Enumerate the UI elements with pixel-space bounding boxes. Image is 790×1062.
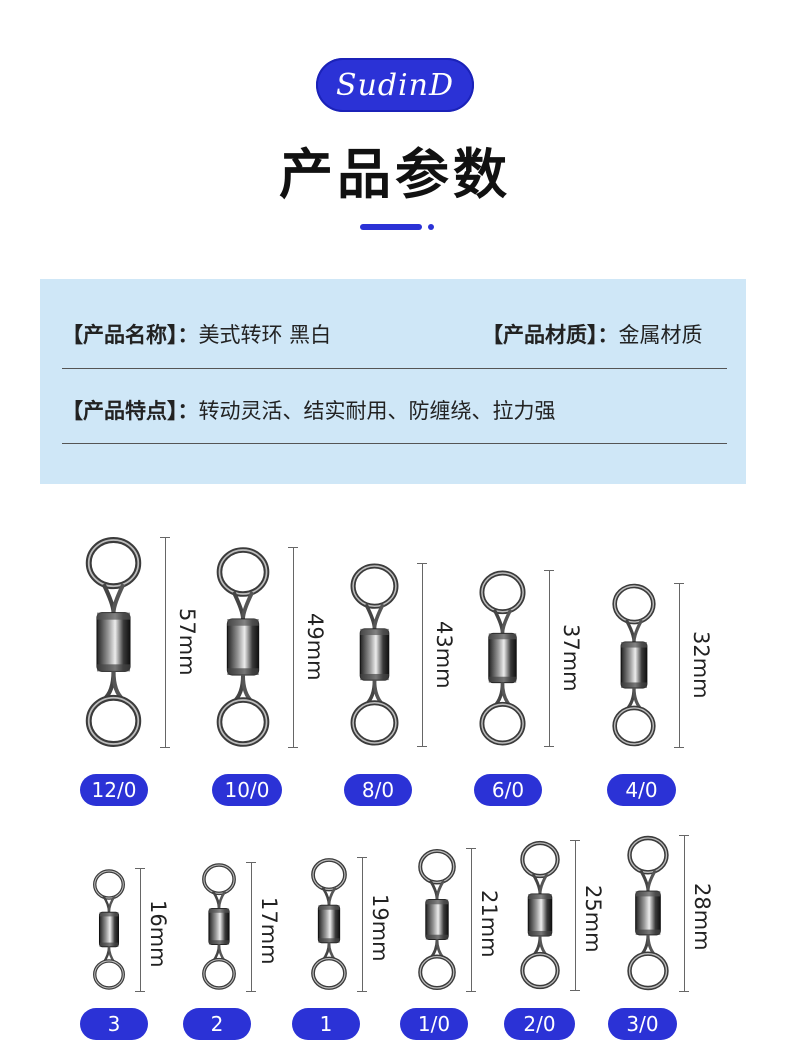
length-label: 32mm <box>689 631 713 699</box>
dimension-line <box>548 570 550 746</box>
dimension-cap <box>135 991 145 992</box>
dimension-cap <box>679 835 689 836</box>
info-divider <box>62 368 727 369</box>
dimension-line <box>421 563 423 746</box>
size-badge: 3 <box>80 1008 148 1040</box>
swivel-image <box>519 840 561 994</box>
length-label: 16mm <box>146 899 170 968</box>
length-label: 43mm <box>431 620 456 689</box>
swivel-image <box>478 570 527 750</box>
size-badge: 12/0 <box>80 774 148 806</box>
dimension-line <box>471 848 472 991</box>
product-info-panel: 【产品名称】：美式转环 黑白 【产品材质】：金属材质 【产品特点】：转动灵活、结… <box>40 279 746 484</box>
swivel-image <box>215 547 271 751</box>
dimension-cap <box>357 991 367 992</box>
dimension-cap <box>543 746 554 747</box>
swivel-image <box>349 563 400 750</box>
dimension-cap <box>416 746 427 747</box>
dimension-line <box>575 840 576 990</box>
length-label: 28mm <box>690 883 714 951</box>
title-underline-dot <box>428 224 434 230</box>
swivel-image <box>201 862 237 995</box>
dimension-cap <box>288 747 298 748</box>
info-row-name: 【产品名称】：美式转环 黑白 【产品材质】：金属材质 <box>62 319 727 349</box>
dimension-cap <box>159 537 170 538</box>
size-badge: 1/0 <box>400 1008 468 1040</box>
length-label: 37mm <box>558 624 583 692</box>
info-divider <box>62 443 727 444</box>
name-label: 【产品名称】： <box>62 323 199 347</box>
material-label: 【产品材质】： <box>482 323 619 347</box>
dimension-line <box>362 857 363 991</box>
swivel-image <box>84 537 143 751</box>
size-badge: 10/0 <box>212 774 282 806</box>
material-value: 金属材质 <box>618 323 703 347</box>
dimension-cap <box>246 862 256 863</box>
dimension-cap <box>416 563 427 564</box>
size-badge: 3/0 <box>608 1008 677 1040</box>
size-badge: 1 <box>292 1008 360 1040</box>
dimension-line <box>251 862 252 991</box>
size-badge: 8/0 <box>344 774 412 806</box>
dimension-line <box>293 547 294 747</box>
length-label: 21mm <box>477 889 501 958</box>
dimension-cap <box>679 991 689 992</box>
swivel-image <box>611 583 657 751</box>
dimension-cap <box>570 990 580 991</box>
features-label: 【产品特点】： <box>62 399 199 423</box>
length-label: 25mm <box>581 885 605 953</box>
size-badge: 2 <box>183 1008 251 1040</box>
dimension-cap <box>570 840 580 841</box>
dimension-cap <box>246 991 256 992</box>
dimension-line <box>679 583 680 747</box>
brand-logo: SudinD <box>316 58 474 112</box>
length-label: 19mm <box>368 894 392 962</box>
swivel-image <box>92 868 126 995</box>
info-row-features: 【产品特点】：转动灵活、结实耐用、防缠绕、拉力强 <box>62 395 727 425</box>
dimension-cap <box>466 848 476 849</box>
material-block: 【产品材质】：金属材质 <box>482 319 703 349</box>
size-badge: 4/0 <box>607 774 676 806</box>
dimension-line <box>164 537 166 747</box>
page-title: 产品参数 <box>279 143 511 206</box>
dimension-cap <box>466 991 476 992</box>
brand-logo-text: SudinD <box>335 67 455 103</box>
title-underline <box>360 224 422 230</box>
length-label: 49mm <box>303 613 327 681</box>
dimension-cap <box>288 547 298 548</box>
length-label: 57mm <box>174 608 199 676</box>
dimension-cap <box>674 747 684 748</box>
swivel-image <box>626 835 670 995</box>
dimension-cap <box>159 747 170 748</box>
dimension-line <box>684 835 685 991</box>
dimension-line <box>140 868 141 991</box>
dimension-cap <box>543 570 554 571</box>
dimension-cap <box>135 868 145 869</box>
features-value: 转动灵活、结实耐用、防缠绕、拉力强 <box>198 399 556 423</box>
dimension-cap <box>357 857 367 858</box>
swivel-image <box>417 848 457 995</box>
name-value: 美式转环 黑白 <box>198 323 332 347</box>
length-label: 17mm <box>257 896 281 965</box>
size-badge: 2/0 <box>504 1008 575 1040</box>
swivel-image <box>310 857 348 995</box>
dimension-cap <box>674 583 684 584</box>
size-badge: 6/0 <box>474 774 542 806</box>
